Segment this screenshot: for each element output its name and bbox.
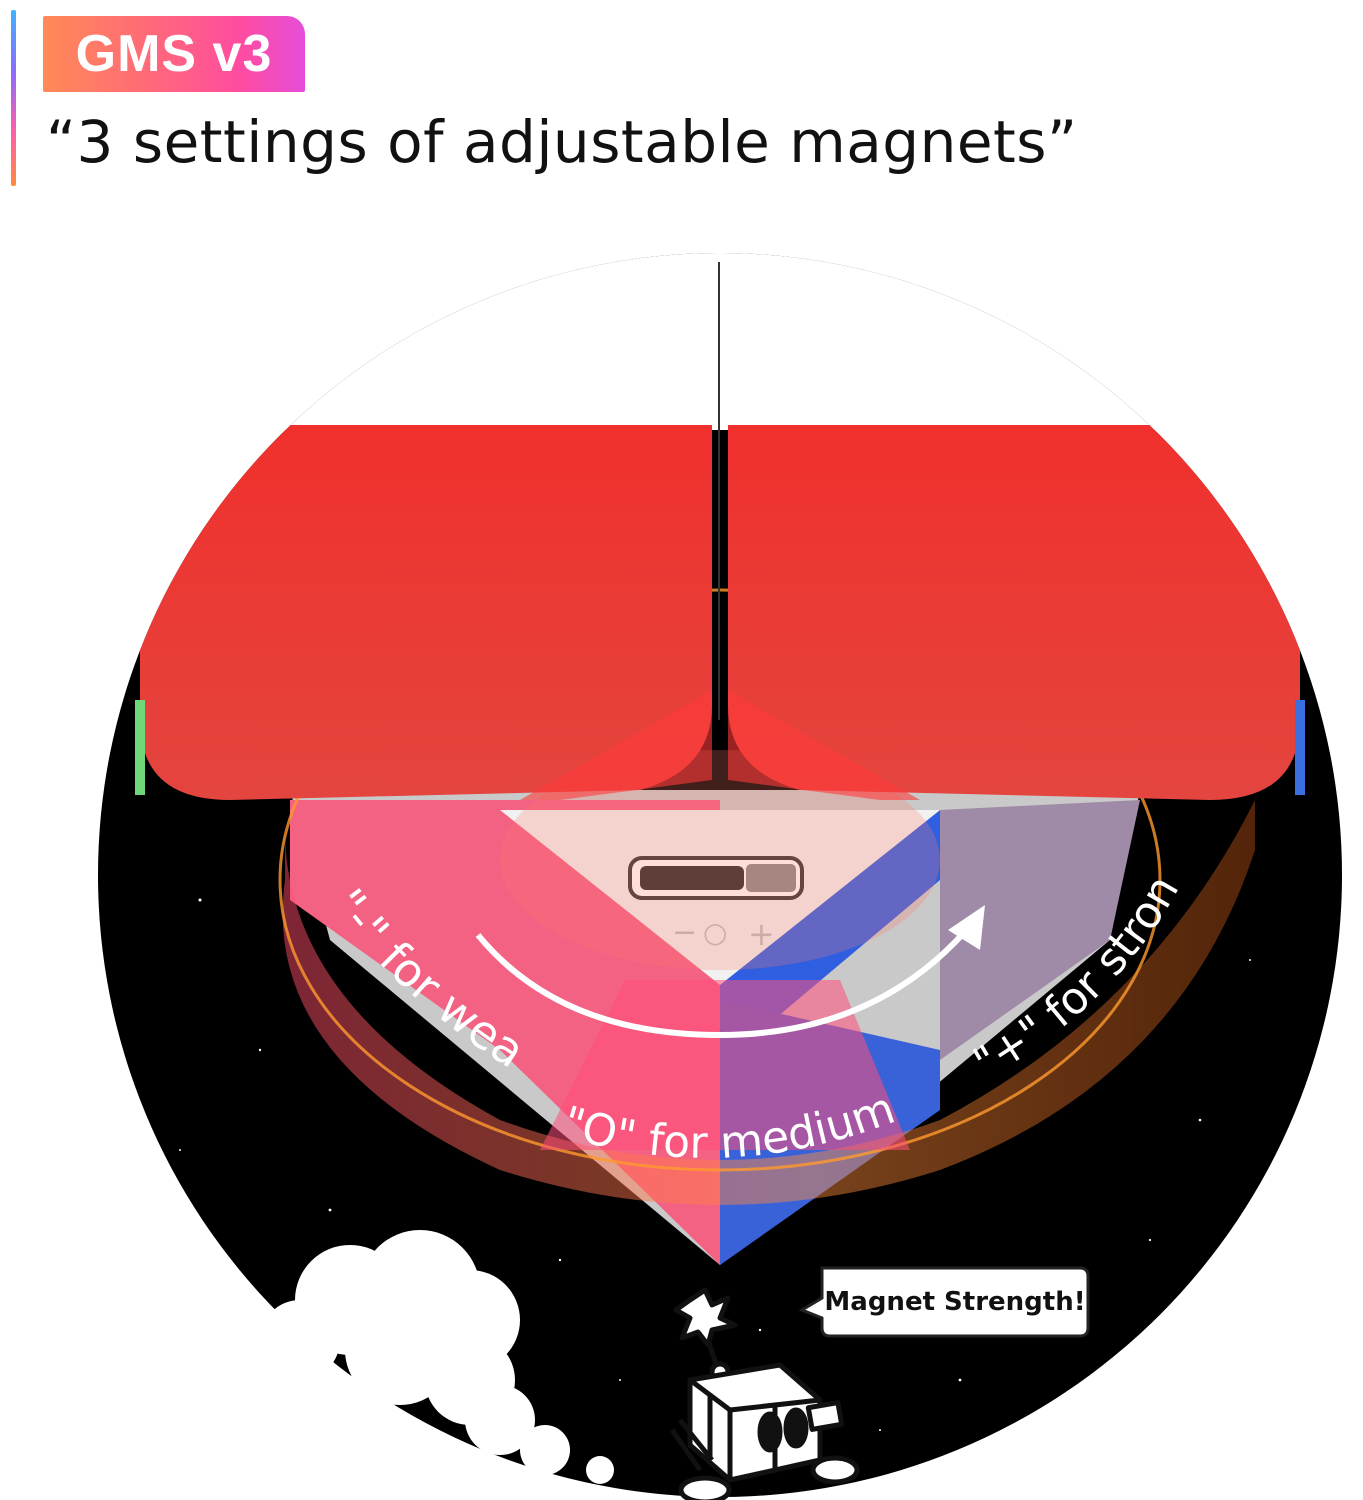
cube-top-face <box>98 253 1342 430</box>
slider-minus-icon: − <box>672 915 697 950</box>
smoke-cloud <box>260 1230 614 1484</box>
accent-bar <box>11 10 16 186</box>
headline: “3 settings of adjustable magnets” <box>46 108 1078 176</box>
grey-face-right <box>940 800 1140 1060</box>
red-wedge-right <box>728 690 920 800</box>
magnet-slider-knob[interactable] <box>746 864 796 892</box>
speech-bubble-text: Magnet Strength! <box>824 1287 1085 1317</box>
blue-edge <box>1295 700 1305 795</box>
arrow-head-icon <box>948 905 985 950</box>
red-face-right <box>728 425 1300 800</box>
dial-inner-ring <box>500 750 940 970</box>
dial-ring <box>282 800 1256 1205</box>
red-wedge-left <box>520 690 712 800</box>
slider-plus-icon: + <box>748 915 775 953</box>
model-badge-label: GMS v3 <box>75 25 273 83</box>
stars <box>179 298 1251 1431</box>
model-badge: GMS v3 <box>43 16 305 92</box>
speech-bubble: Magnet Strength! <box>798 1266 1090 1338</box>
cube-mascot-icon <box>669 1287 860 1500</box>
green-edge <box>135 700 145 795</box>
magnet-slider-slot <box>640 866 744 890</box>
slider-medium-icon: ○ <box>703 916 727 949</box>
direction-arc <box>475 918 978 1039</box>
red-face-left <box>140 425 712 800</box>
